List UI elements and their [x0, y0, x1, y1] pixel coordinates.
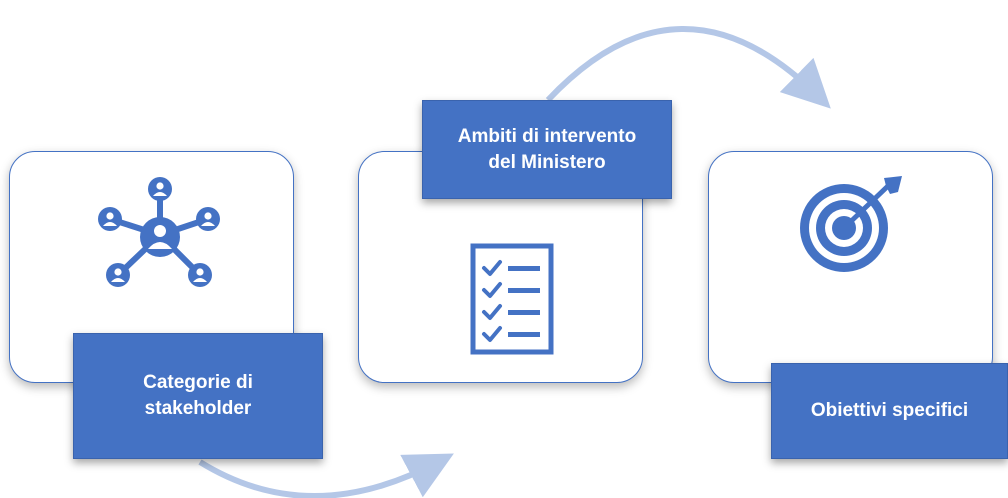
network-users-icon: [90, 175, 230, 295]
arrow-step1-to-step2: [198, 453, 454, 498]
step-label-ambiti: Ambiti di intervento del Ministero: [422, 100, 672, 199]
target-icon: [794, 170, 906, 278]
step-label-obiettivi: Obiettivi specifici: [771, 363, 1008, 459]
step-label-stakeholder: Categorie di stakeholder: [73, 333, 323, 459]
arrow-step2-to-step3: [545, 26, 831, 109]
checklist-icon: [470, 243, 554, 355]
